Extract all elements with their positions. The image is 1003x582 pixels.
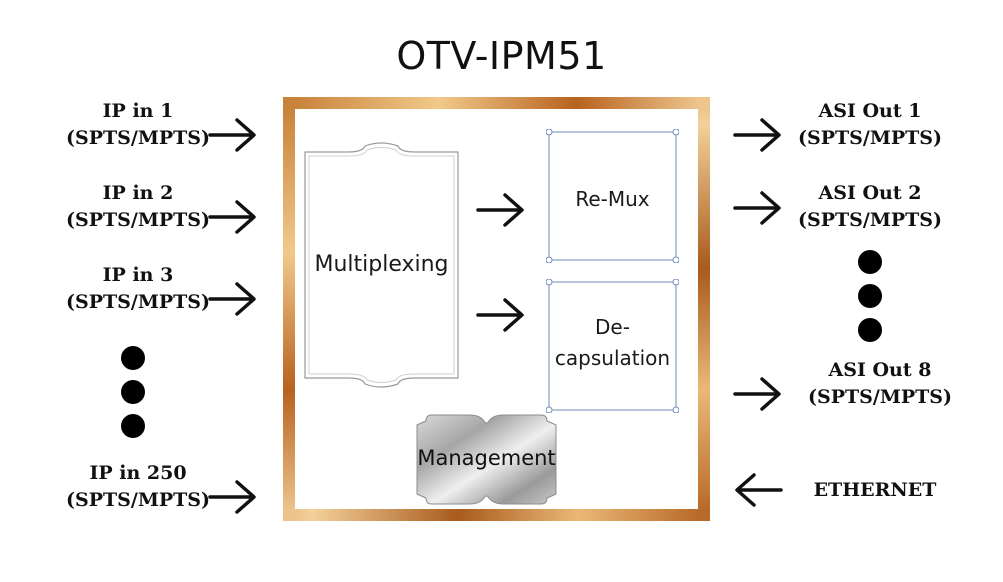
- output-8-format: (SPTS/MPTS): [808, 386, 952, 408]
- input-2-format: (SPTS/MPTS): [66, 209, 210, 231]
- multiplexing-label: Multiplexing: [314, 252, 449, 277]
- input-3-format: (SPTS/MPTS): [66, 291, 210, 313]
- output-ellipsis-dot-icon: [858, 284, 882, 308]
- input-3-name: IP in 3: [102, 264, 174, 286]
- remux-block: Re-Mux: [546, 129, 679, 263]
- input-ellipsis-dot-icon: [121, 346, 145, 370]
- ethernet-arrow-icon: [733, 472, 783, 508]
- input-ellipsis-dot-icon: [121, 414, 145, 438]
- input-250-arrow-icon: [208, 479, 258, 515]
- decapsulation-block: De- capsulation: [546, 279, 679, 413]
- input-1-name: IP in 1: [102, 100, 174, 122]
- output-2-name: ASI Out 2: [818, 182, 922, 204]
- output-2-arrow-icon: [733, 190, 783, 226]
- output-2-format: (SPTS/MPTS): [798, 209, 942, 231]
- mux-to-decap-arrow-icon: [476, 297, 526, 333]
- output-label-8: ASI Out 8 (SPTS/MPTS): [800, 357, 960, 411]
- output-1-arrow-icon: [733, 117, 783, 153]
- input-label-2: IP in 2 (SPTS/MPTS): [58, 180, 218, 234]
- decapsulation-label-line2: capsulation: [554, 346, 671, 370]
- input-3-arrow-icon: [208, 281, 258, 317]
- output-1-name: ASI Out 1: [818, 100, 922, 122]
- output-1-format: (SPTS/MPTS): [798, 127, 942, 149]
- decapsulation-label-line1: De-: [595, 315, 630, 339]
- input-250-name: IP in 250: [89, 462, 187, 484]
- output-ellipsis-dot-icon: [858, 318, 882, 342]
- input-label-3: IP in 3 (SPTS/MPTS): [58, 262, 218, 316]
- ethernet-label: ETHERNET: [813, 479, 937, 501]
- output-8-arrow-icon: [733, 376, 783, 412]
- diagram-title: OTV-IPM51: [396, 34, 607, 78]
- mux-to-remux-arrow-icon: [476, 192, 526, 228]
- remux-label: Re-Mux: [575, 187, 650, 211]
- input-label-250: IP in 250 (SPTS/MPTS): [58, 460, 218, 514]
- management-block: Management: [414, 413, 559, 506]
- decapsulation-label: De- capsulation: [546, 312, 679, 374]
- input-1-format: (SPTS/MPTS): [66, 127, 210, 149]
- input-250-format: (SPTS/MPTS): [66, 489, 210, 511]
- input-2-name: IP in 2: [102, 182, 174, 204]
- output-8-name: ASI Out 8: [828, 359, 932, 381]
- multiplexing-block: Multiplexing: [303, 142, 460, 388]
- output-ellipsis-dot-icon: [858, 250, 882, 274]
- input-ellipsis-dot-icon: [121, 380, 145, 404]
- output-label-1: ASI Out 1 (SPTS/MPTS): [790, 98, 950, 152]
- management-label: Management: [417, 446, 556, 470]
- input-1-arrow-icon: [208, 117, 258, 153]
- output-label-2: ASI Out 2 (SPTS/MPTS): [790, 180, 950, 234]
- input-label-1: IP in 1 (SPTS/MPTS): [58, 98, 218, 152]
- input-2-arrow-icon: [208, 199, 258, 235]
